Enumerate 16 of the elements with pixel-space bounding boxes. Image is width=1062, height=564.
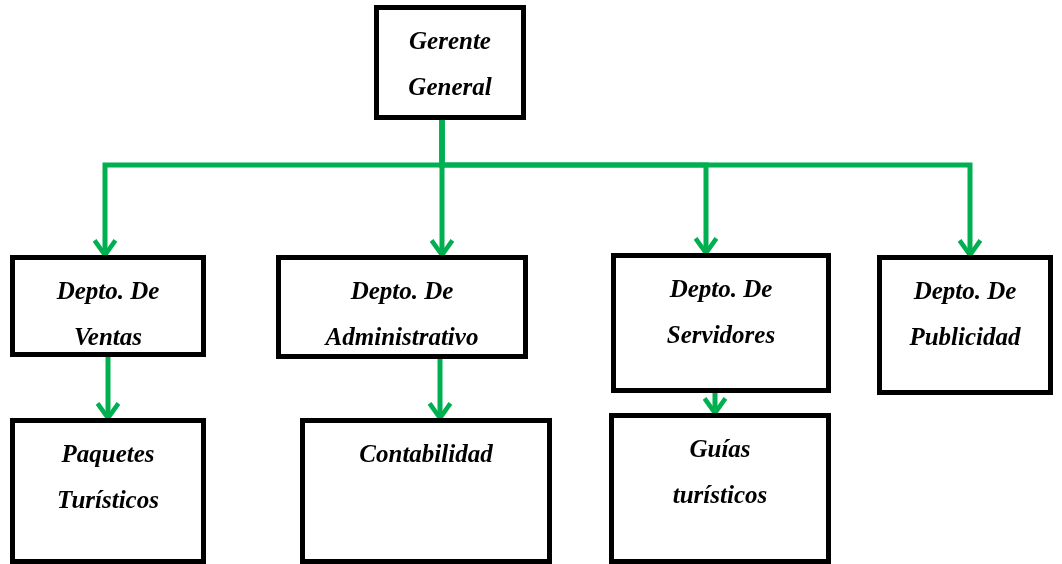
box-label: Paquetes Turísticos xyxy=(56,439,160,515)
org-box xyxy=(276,255,528,359)
org-box xyxy=(611,253,831,393)
org-box xyxy=(10,255,206,357)
box-label: Contabilidad xyxy=(358,439,494,469)
box-label: Depto. De Administrativo xyxy=(323,276,480,352)
box-label: Depto. De Ventas xyxy=(55,276,161,352)
org-box xyxy=(300,418,552,564)
box-label: Guías turísticos xyxy=(671,434,769,510)
box-label: Gerente General xyxy=(407,26,493,102)
org-box xyxy=(10,418,206,564)
org-box xyxy=(374,5,526,120)
org-box xyxy=(877,255,1053,395)
box-label: Depto. De Servidores xyxy=(665,274,777,350)
org-box xyxy=(609,413,831,564)
box-label: Depto. De Publicidad xyxy=(908,276,1022,352)
